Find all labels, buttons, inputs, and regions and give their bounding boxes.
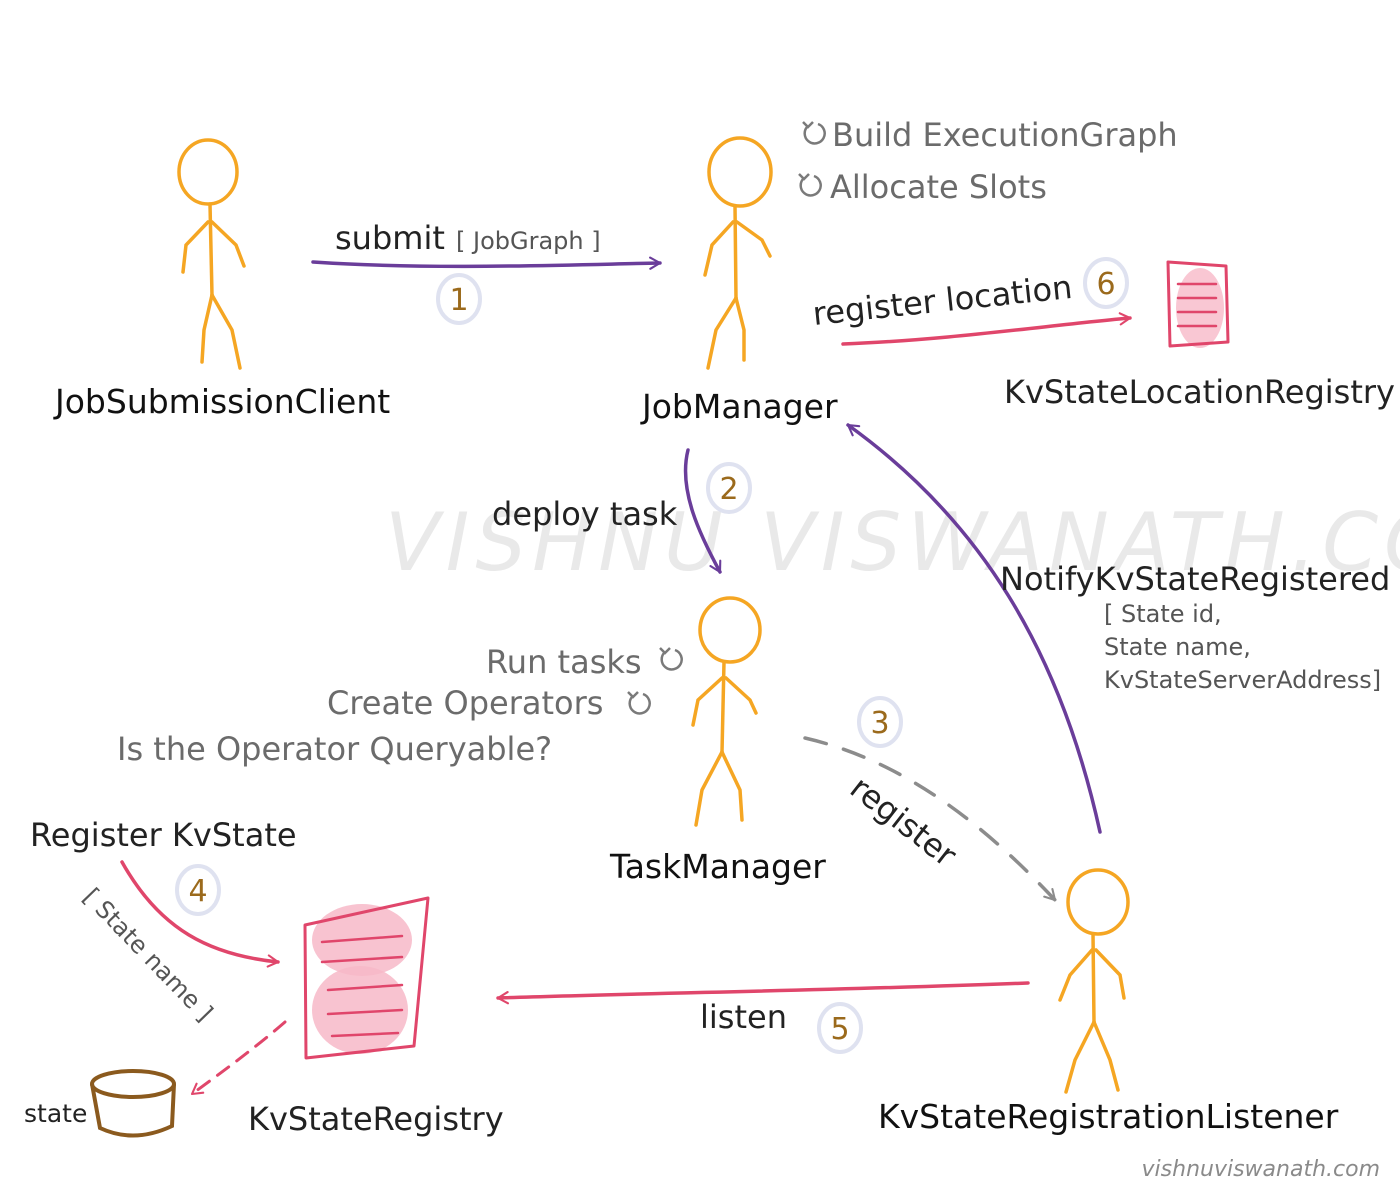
step-number: 3 [870,706,889,741]
step-badge-1: 1 [436,273,482,325]
actor-name-jobmanager: JobManager [640,387,838,426]
edge-register [803,736,1057,902]
registry-name-kvstate: KvStateRegistry [248,1100,504,1138]
note-create-operators: Create Operators [327,684,603,722]
step-number: 5 [830,1012,849,1047]
edge-label-listen: listen [700,998,787,1036]
note-build-executiongraph: Build ExecutionGraph [832,116,1178,154]
watermark: VISHNU VISWANATH.COM [385,496,1400,589]
actor-taskmanager-icon [691,596,762,827]
step-badge-5: 5 [817,1002,863,1054]
refresh-icon [798,173,822,197]
step-badge-6: 6 [1083,257,1129,309]
kvstate-registry-icon [303,896,430,1060]
step-badge-3: 3 [857,696,903,748]
edge-label-register: register [843,768,964,874]
site-credit: vishnuviswanath.com [1142,1157,1380,1182]
edge-register-location [841,312,1132,346]
edge-param-jobgraph: [ JobGraph ] [456,227,601,255]
refresh-icon [627,691,651,715]
step-number: 4 [188,874,207,909]
edge-label-register-location: register location [811,268,1074,333]
kvstate-location-registry-icon [1166,260,1230,348]
step-badge-4: 4 [175,864,221,916]
database-icon [90,1069,176,1138]
step-number: 2 [719,472,738,507]
note-allocate-slots: Allocate Slots [830,168,1047,206]
edge-deploy-task [683,448,722,574]
step-badge-2: 2 [706,462,752,514]
actor-name-taskmanager: TaskManager [609,847,826,886]
edge-listen [496,981,1030,1005]
edge-label-notify: NotifyKvStateRegistered [1000,560,1390,598]
step-number: 1 [449,283,468,318]
note-is-operator-queryable: Is the Operator Queryable? [117,730,552,768]
actor-name-client: JobSubmissionClient [53,382,390,421]
edge-submit [311,256,662,270]
edge-notify-kvstate-registered [846,423,1102,834]
actor-name-listener: KvStateRegistrationListener [878,1097,1339,1136]
state-label: state [24,1099,87,1128]
edge-label-register-kvstate: Register KvState [30,816,297,854]
edge-register-kvstate [120,860,280,968]
edge-registry-to-state [190,1020,287,1096]
step-number: 6 [1096,267,1115,302]
edge-param-notify-state-name: State name, [1104,633,1251,661]
refresh-icon [659,647,683,671]
edge-param-state-id: [ State id, [1104,600,1222,628]
actor-kvstateregistrationlistener-icon [1058,868,1130,1094]
note-run-tasks: Run tasks [486,643,642,681]
actor-jobsubmissionclient-icon [177,138,246,370]
edge-label-submit: submit [335,219,445,257]
edge-label-deploy-task: deploy task [492,495,678,533]
edge-param-server-address: KvStateServerAddress] [1104,666,1381,694]
refresh-icon [802,121,826,145]
registry-name-location: KvStateLocationRegistry [1004,373,1395,411]
actor-jobmanager-icon [703,136,773,370]
